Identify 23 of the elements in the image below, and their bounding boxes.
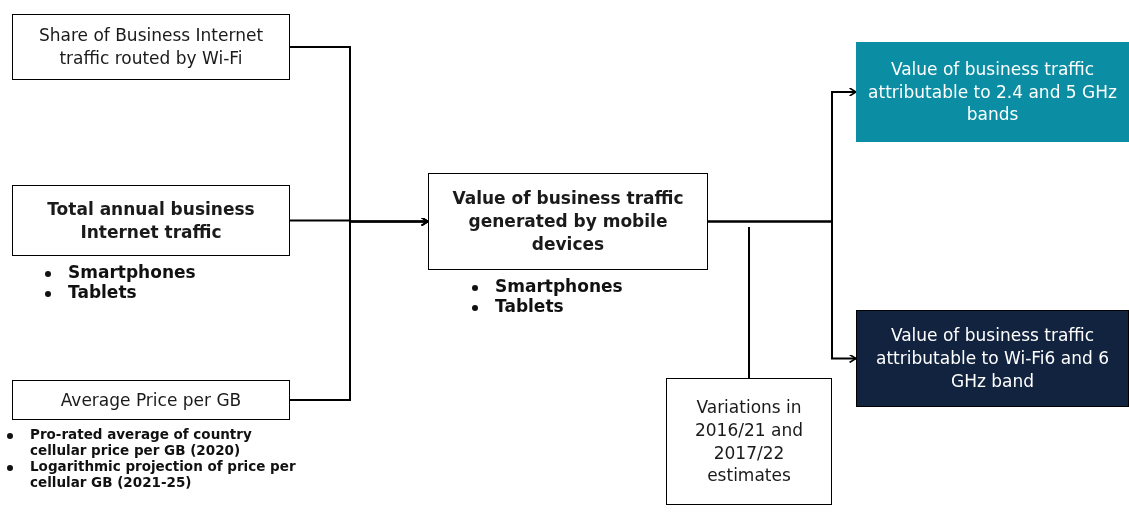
box-text: Average Price per GB xyxy=(60,388,242,412)
box-text: Variations in 2016/21 and 2017/22 estimates xyxy=(694,395,804,488)
box-text: Value of business traffic attributable to 2.4 and 5 GHz bands xyxy=(867,57,1118,127)
box-text: Value of business traffic attributable to Wi-Fi6 and 6 GHz band xyxy=(875,324,1110,393)
box-text: Total annual business Internet traffic xyxy=(46,197,256,244)
bullet-item: Smartphones xyxy=(40,262,240,282)
bullet-item: Tablets xyxy=(467,296,667,316)
note-box xyxy=(666,378,832,505)
input-box xyxy=(12,380,290,420)
input-box xyxy=(12,185,290,256)
box-text: Value of business traffic generated by mobile devices xyxy=(451,187,685,256)
arrow xyxy=(289,216,429,401)
output-box xyxy=(856,310,1129,407)
process-box xyxy=(428,173,708,270)
bullet-item: Smartphones xyxy=(467,276,667,296)
bullet-item: Tablets xyxy=(40,282,240,302)
bullet-item: Pro-rated average of country cellular price per GB (2020) xyxy=(2,426,302,458)
connector-line xyxy=(748,226,750,379)
box-text: Share of Business Internet traffic routed by Wi-Fi xyxy=(37,24,265,70)
input-box xyxy=(12,14,290,80)
arrow xyxy=(707,220,857,364)
output-box xyxy=(856,42,1129,142)
bullet-item: Logarithmic projection of price per cellular GB (2021-25) xyxy=(2,458,302,490)
